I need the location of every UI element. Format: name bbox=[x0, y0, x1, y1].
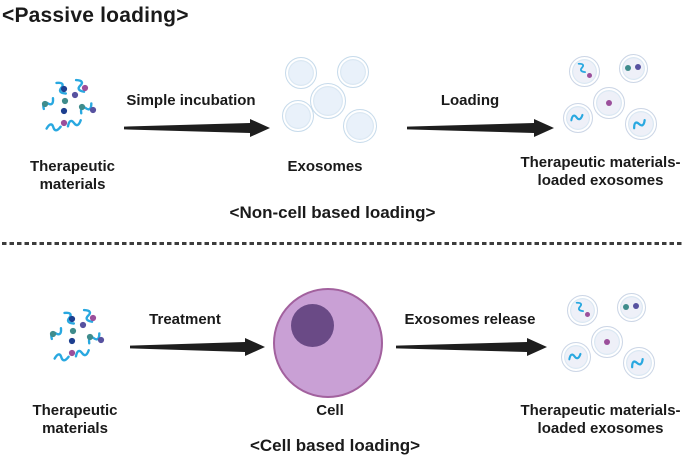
loaded-exosome-icon bbox=[563, 103, 593, 133]
squiggle-icon bbox=[631, 118, 648, 130]
therapeutic-materials-icon bbox=[46, 306, 108, 362]
loaded-exosome-icon bbox=[625, 108, 657, 140]
loaded-exosome-icon bbox=[591, 326, 623, 358]
label-loaded-exosomes-top: Therapeutic materials- loaded exosomes bbox=[503, 154, 685, 190]
arrow-icon bbox=[130, 338, 265, 356]
label-therapeutic-materials-bottom: Therapeutic materials bbox=[32, 402, 118, 437]
cell-icon bbox=[273, 288, 383, 398]
label-loaded-exosomes-bottom: Therapeutic materials- loaded exosomes bbox=[503, 402, 685, 438]
squiggle-icon bbox=[575, 300, 585, 314]
squiggle-icon bbox=[577, 61, 587, 75]
dot-icon bbox=[635, 64, 641, 70]
page-title: <Passive loading> bbox=[2, 4, 189, 27]
label-therapeutic-materials-top: Therapeutic materials bbox=[29, 158, 116, 193]
dot-icon bbox=[585, 312, 590, 317]
loaded-exosome-icon bbox=[623, 347, 655, 379]
dot-icon bbox=[625, 65, 631, 71]
squiggle-icon bbox=[567, 352, 582, 361]
arrow-label-loading: Loading bbox=[440, 92, 500, 109]
arrow-label-exosomes-release: Exosomes release bbox=[404, 311, 536, 328]
label-line-2: loaded exosomes bbox=[537, 420, 664, 437]
exosome-icon bbox=[285, 57, 317, 89]
loaded-exosome-icon bbox=[569, 56, 600, 87]
exosome-icon bbox=[343, 109, 377, 143]
exosome-icon bbox=[282, 100, 314, 132]
label-line-1: Therapeutic materials- bbox=[520, 154, 681, 171]
dot-icon bbox=[587, 73, 592, 78]
dot-icon bbox=[633, 303, 639, 309]
dot-icon bbox=[623, 304, 629, 310]
loaded-exosome-icon bbox=[593, 87, 625, 119]
loaded-exosome-icon bbox=[619, 54, 648, 83]
caption-non-cell-based-loading: <Non-cell based loading> bbox=[229, 203, 436, 222]
arrow-icon bbox=[396, 338, 547, 356]
label-line-1: Therapeutic materials- bbox=[520, 402, 681, 419]
therapeutic-materials-icon bbox=[38, 76, 100, 132]
squiggle-icon bbox=[629, 357, 646, 369]
exosome-icon bbox=[310, 83, 346, 119]
nucleus-icon bbox=[291, 304, 334, 347]
arrow-icon bbox=[124, 119, 270, 137]
loaded-exosome-icon bbox=[567, 295, 598, 326]
exosome-icon bbox=[337, 56, 369, 88]
label-cell: Cell bbox=[316, 402, 344, 419]
label-line-2: loaded exosomes bbox=[537, 172, 664, 189]
dashed-divider bbox=[2, 242, 683, 245]
loaded-exosome-icon bbox=[561, 342, 591, 372]
squiggle-icon bbox=[569, 113, 584, 122]
arrow-icon bbox=[407, 119, 554, 137]
dot-icon bbox=[606, 100, 612, 106]
caption-cell-based-loading: <Cell based loading> bbox=[249, 436, 421, 455]
arrow-label-treatment: Treatment bbox=[149, 311, 221, 328]
arrow-label-simple-incubation: Simple incubation bbox=[126, 92, 256, 109]
label-exosomes: Exosomes bbox=[287, 158, 363, 175]
dot-icon bbox=[604, 339, 610, 345]
loaded-exosome-icon bbox=[617, 293, 646, 322]
